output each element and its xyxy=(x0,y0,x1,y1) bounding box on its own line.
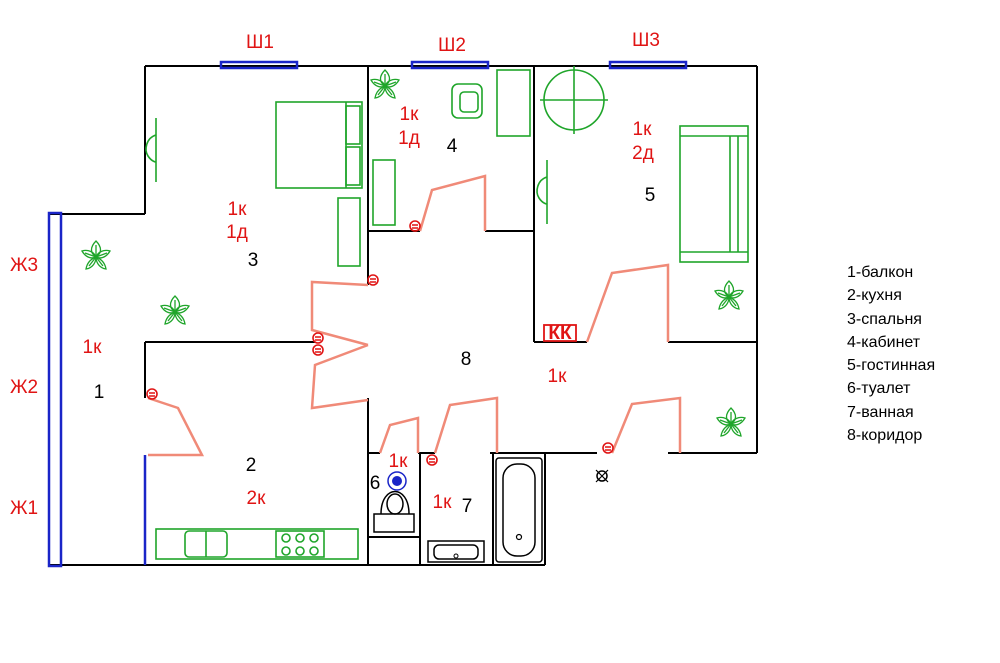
mark-kitchen-k: 2к xyxy=(247,488,267,509)
kk-label: КК xyxy=(548,323,572,344)
window-sh2 xyxy=(410,60,490,70)
outlet-icon xyxy=(312,332,324,344)
legend-item: 6-туалет xyxy=(847,380,911,398)
room-marks: 1к 2к 1к 1д 1к 1д 1к 2д 1к 1к 1к xyxy=(83,104,654,513)
legend-item: 2-кухня xyxy=(847,287,902,305)
legend-item: 7-ванная xyxy=(847,403,914,421)
window-label-sh1: Ш1 xyxy=(246,32,274,53)
room-number-bedroom: 3 xyxy=(248,250,259,271)
room-number-corridor: 8 xyxy=(461,349,472,370)
outlet-icon xyxy=(146,388,158,400)
window-label-zh1: Ж1 xyxy=(10,498,38,519)
window-label-sh3: Ш3 xyxy=(632,30,660,51)
windows xyxy=(47,60,688,568)
window-label-zh3: Ж3 xyxy=(10,255,38,276)
outlet-icon xyxy=(367,274,379,286)
plant-icon xyxy=(716,407,746,437)
wall-lamp-living xyxy=(536,160,548,224)
mark-living-d: 2д xyxy=(632,143,654,164)
outlet-icon xyxy=(409,220,421,232)
window-sh1 xyxy=(219,60,299,70)
wall-lamp-bedroom xyxy=(145,118,157,182)
mark-toilet-k: 1к xyxy=(389,451,409,472)
mark-study-k: 1к xyxy=(400,104,420,125)
mark-corridor-k: 1к xyxy=(548,366,568,387)
washbasin xyxy=(427,540,485,563)
mark-balcony-k: 1к xyxy=(83,337,103,358)
legend-item: 3-спальня xyxy=(847,310,922,328)
outlet-icon xyxy=(426,454,438,466)
drain-icon xyxy=(387,471,407,491)
room-number-living: 5 xyxy=(645,185,656,206)
plumbing xyxy=(373,457,543,563)
bookshelf xyxy=(372,159,396,226)
window-labels: Ш1 Ш2 Ш3 Ж3 Ж2 Ж1 xyxy=(10,30,660,519)
mark-bedroom-d: 1д xyxy=(226,222,248,243)
window-label-zh2: Ж2 xyxy=(10,377,38,398)
legend-item: 5-гостинная xyxy=(847,357,936,375)
window-label-sh2: Ш2 xyxy=(438,35,466,56)
outlet-icon xyxy=(312,344,324,356)
plant-icon xyxy=(370,69,400,99)
furniture xyxy=(145,66,749,560)
mark-study-d: 1д xyxy=(398,128,420,149)
legend-item: 1-балкон xyxy=(847,264,914,281)
stove xyxy=(275,530,325,558)
sofa xyxy=(679,125,749,263)
mark-bedroom-k: 1к xyxy=(228,199,248,220)
balcony-glazing xyxy=(47,211,63,568)
window-sh3 xyxy=(608,60,688,70)
electrical: КК xyxy=(146,220,614,483)
plant-icon xyxy=(81,240,111,270)
plant-icon xyxy=(714,280,744,310)
room-number-kitchen: 2 xyxy=(246,455,257,476)
mark-bathroom-k: 1к xyxy=(433,492,453,513)
room-number-bathroom: 7 xyxy=(462,496,473,517)
outlet-icon xyxy=(602,442,614,454)
toilet-bowl xyxy=(373,490,415,533)
legend-item: 8-коридор xyxy=(847,427,923,445)
room-number-study: 4 xyxy=(447,136,458,157)
kk-box xyxy=(543,324,577,342)
armchair xyxy=(451,83,483,119)
room-number-toilet: 6 xyxy=(370,473,381,494)
kitchen-counter xyxy=(155,528,359,560)
plant-icon xyxy=(160,295,190,325)
room-number-balcony: 1 xyxy=(94,382,105,403)
bed xyxy=(275,101,363,189)
room-legend: 1-балкон 2-кухня 3-спальня 4-кабинет 5-г… xyxy=(847,261,935,447)
doors xyxy=(147,174,682,457)
mark-living-k: 1к xyxy=(633,119,653,140)
wardrobe xyxy=(337,197,361,267)
legend-item: 4-кабинет xyxy=(847,333,921,351)
bathtub xyxy=(495,457,543,563)
bell-icon xyxy=(595,469,609,483)
room-numbers: 1 2 3 4 5 6 7 8 xyxy=(94,136,656,517)
desk xyxy=(496,69,531,137)
